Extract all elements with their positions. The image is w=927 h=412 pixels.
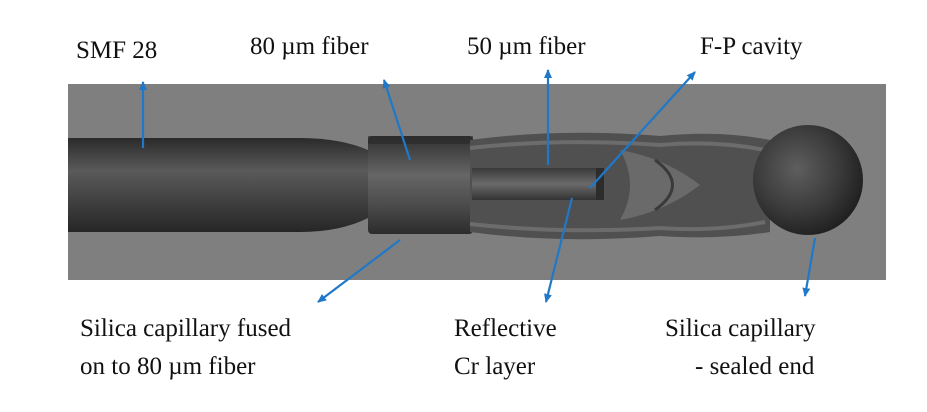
arrow-silica-sealed bbox=[802, 237, 817, 297]
arrow-fp-cavity bbox=[589, 71, 696, 189]
smf28-fiber-shape bbox=[68, 138, 368, 232]
capillary-tube-shape bbox=[470, 132, 770, 240]
label-80um-fiber: 80 µm fiber bbox=[250, 33, 369, 60]
label-smf28: SMF 28 bbox=[76, 37, 158, 64]
label-silica-capillary-sealed: Silica capillary - sealed end bbox=[665, 314, 816, 382]
fp-cavity-shape bbox=[620, 150, 700, 220]
label-fp-cavity: F-P cavity bbox=[700, 33, 803, 60]
label-50um-fiber: 50 µm fiber bbox=[467, 33, 586, 60]
arrow-silica-fused bbox=[317, 239, 401, 303]
label-reflective-line1: Reflective bbox=[454, 315, 557, 342]
label-silica-sealed-line2: - sealed end bbox=[695, 353, 815, 380]
arrow-80um-fiber bbox=[382, 79, 412, 161]
label-silica-fused-line1: Silica capillary fused bbox=[80, 315, 292, 342]
reflective-layer-shape bbox=[596, 168, 604, 200]
label-silica-fused-line2: on to 80 µm fiber bbox=[80, 353, 256, 380]
label-silica-sealed-line1: Silica capillary bbox=[665, 315, 816, 342]
fiber-50um-shape bbox=[472, 168, 604, 200]
label-reflective-line2: Cr layer bbox=[454, 353, 536, 380]
sleeve-80um-shape bbox=[368, 136, 473, 234]
label-silica-capillary-fused: Silica capillary fused on to 80 µm fiber bbox=[80, 314, 291, 382]
arrow-reflective-cr bbox=[544, 197, 574, 303]
sealed-end-shape bbox=[753, 125, 863, 235]
label-reflective-cr-layer: Reflective Cr layer bbox=[454, 314, 557, 382]
